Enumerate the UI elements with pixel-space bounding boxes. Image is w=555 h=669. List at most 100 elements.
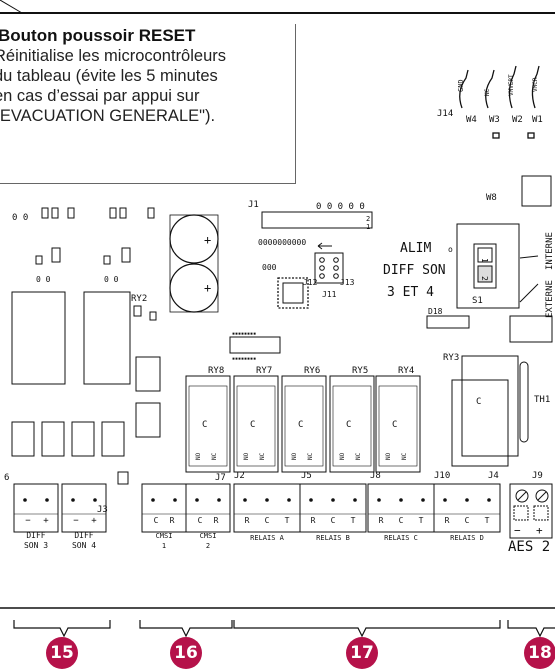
- terminal-pin: [151, 498, 155, 502]
- relay-ry5: [329, 375, 375, 473]
- diff-label-line2: SON 4: [72, 541, 96, 550]
- label-w4: W4: [466, 115, 477, 125]
- terminal-pin: [399, 498, 403, 502]
- relay-no-label: NO: [339, 452, 346, 460]
- relay-label: RY7: [256, 366, 272, 376]
- label-ry3: RY3: [443, 353, 459, 363]
- diff-label-line1: DIFF: [26, 531, 45, 540]
- pin-t: T: [351, 516, 356, 525]
- terminal-pin: [487, 498, 491, 502]
- smd-pads-a: 0 0: [12, 213, 28, 223]
- terminal-pin: [243, 498, 247, 502]
- relay-inner: [332, 385, 372, 467]
- relay-ry6: [281, 375, 327, 473]
- alim-line2: DIFF SON: [383, 263, 446, 278]
- relay-c-label: C: [298, 420, 303, 430]
- relay-inner: [378, 385, 418, 467]
- relay-ry2-body: [83, 291, 131, 385]
- label-w1: W1: [532, 115, 543, 125]
- pin-r: R: [311, 516, 316, 525]
- callout-line-4: "EVACUATION GENERALE").: [0, 107, 216, 125]
- capacitor-pair: [169, 214, 219, 313]
- relay-label: RY5: [352, 366, 368, 376]
- alim-line3: 3 ET 4: [387, 285, 434, 300]
- callout-line-3: en cas d’essai par appui sur: [0, 87, 200, 105]
- pin-plus: +: [43, 516, 49, 526]
- relais-label: RELAIS D: [450, 534, 484, 542]
- label-j4: J4: [488, 471, 499, 481]
- label-th1: TH1: [534, 395, 550, 405]
- cmsi-label-line2: 1: [162, 542, 166, 550]
- pin-r: R: [214, 516, 219, 525]
- terminal-pin: [377, 498, 381, 502]
- terminal-pin: [93, 498, 97, 502]
- label-ry2: RY2: [131, 294, 147, 304]
- ry3-c: C: [476, 397, 481, 407]
- relay-nc-label: NC: [211, 452, 218, 460]
- marker-15: 15: [46, 637, 78, 669]
- callout-description: Réinitialise les microcontrôleurs du tab…: [0, 46, 295, 126]
- label-gnd: GND: [457, 79, 465, 92]
- diff-label-line2: SON 3: [24, 541, 48, 550]
- terminal-cmsi-2: [185, 483, 231, 533]
- terminal-pin: [443, 498, 447, 502]
- terminal-pin: [465, 498, 469, 502]
- pin-r: R: [245, 516, 250, 525]
- diode-d18: [426, 315, 470, 329]
- s1-switch[interactable]: [473, 243, 497, 289]
- alim-line1: ALIM: [400, 241, 431, 256]
- pin-t: T: [419, 516, 424, 525]
- pin-c: C: [154, 516, 159, 525]
- relay-no-label: NO: [291, 452, 298, 460]
- relay-c-label: C: [346, 420, 351, 430]
- cap2-plus: +: [204, 281, 211, 295]
- s1-switch-housing: [456, 223, 520, 309]
- relay-c-label: C: [392, 420, 397, 430]
- cmsi-label-line2: 2: [206, 542, 210, 550]
- jumper-block-w: [459, 65, 540, 139]
- reset-button-callout: Bouton poussoir RESET Réinitialise les m…: [0, 24, 296, 184]
- pin-t: T: [485, 516, 490, 525]
- relay-ry8: [185, 375, 231, 473]
- aes-minus: −: [514, 524, 521, 537]
- aes-label: AES 2: [508, 539, 550, 555]
- pin-minus: −: [73, 516, 79, 526]
- relay-nc-label: NC: [259, 452, 266, 460]
- terminal-pin: [309, 498, 313, 502]
- component-box-right: [509, 315, 553, 343]
- terminal-pin: [265, 498, 269, 502]
- relay-nc-label: NC: [401, 452, 408, 460]
- s1-label-2: 2: [480, 276, 489, 281]
- pin-plus: +: [91, 516, 97, 526]
- bottom-brackets: [13, 620, 555, 638]
- label-j1: J1: [248, 200, 259, 210]
- label-nc: NC: [484, 88, 491, 96]
- aes-plus: +: [536, 524, 543, 537]
- leader-line: [0, 0, 23, 14]
- label-j11: J11: [322, 290, 337, 299]
- diff-label-line1: DIFF: [74, 531, 93, 540]
- label-j7: J7: [215, 473, 226, 483]
- terminal-pin: [71, 498, 75, 502]
- relay-label: RY8: [208, 366, 224, 376]
- pin-c: C: [399, 516, 404, 525]
- svg-text:▪▪▪▪▪▪▪▪: ▪▪▪▪▪▪▪▪: [232, 356, 256, 362]
- relais-label: RELAIS A: [250, 534, 285, 542]
- relay-nc-label: NC: [355, 452, 362, 460]
- alim-pad: o: [448, 245, 453, 254]
- label-j12: J12: [303, 278, 318, 287]
- s1-position-2: [477, 265, 493, 283]
- label-interne: INTERNE: [545, 232, 555, 270]
- label-externe: EXTERNE: [545, 280, 555, 318]
- terminal-pin: [353, 498, 357, 502]
- callout-line-2: du tableau (évite les 5 minutes: [0, 67, 218, 85]
- s1-position-1: [477, 247, 493, 263]
- marker-17: 17: [346, 637, 378, 669]
- relay-ry3-body: [451, 379, 509, 467]
- relay-inner: [284, 385, 324, 467]
- j3-jumper: [117, 471, 129, 485]
- smd-pads-c: 0 0: [104, 275, 119, 284]
- label-6: 6: [4, 473, 9, 483]
